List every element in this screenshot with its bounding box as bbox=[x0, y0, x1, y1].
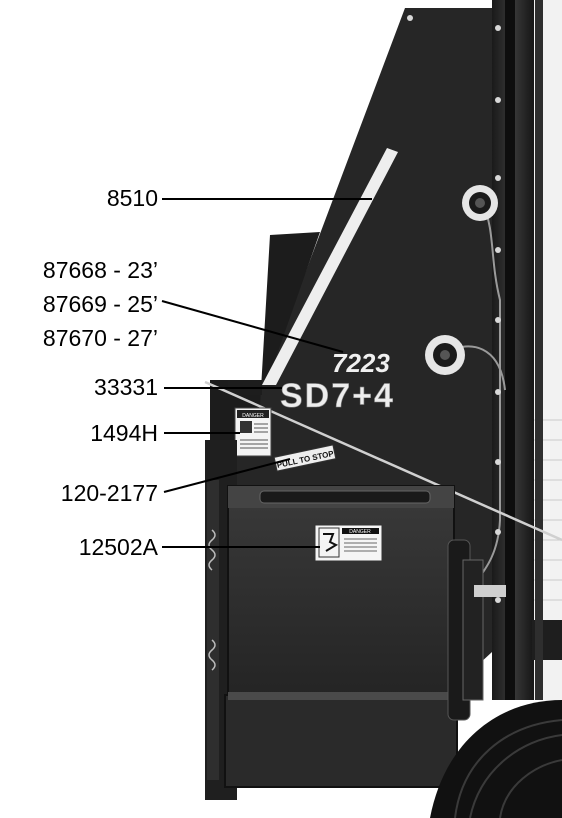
callout-label-12502A: 12502A bbox=[78, 534, 158, 560]
callout-label-120-2177: 120-2177 bbox=[60, 480, 158, 506]
leader-7223 bbox=[161, 300, 344, 353]
frame-rail bbox=[492, 0, 562, 700]
rail-bolts bbox=[407, 15, 501, 603]
hydraulic-cylinder bbox=[447, 539, 506, 721]
marker-light-upper bbox=[462, 185, 498, 221]
callout-leaders bbox=[161, 198, 372, 548]
model-name-decal: SD7+4 bbox=[280, 377, 395, 415]
marker-light-lower bbox=[425, 335, 465, 375]
tire bbox=[430, 700, 562, 818]
callout-label-87668: 87668 - 23’ bbox=[42, 257, 158, 283]
leader-120-2177 bbox=[163, 458, 291, 493]
danger-decal-text: DANGER bbox=[349, 529, 371, 535]
callout-label-87669: 87669 - 25’ bbox=[42, 291, 158, 317]
warning-decal-small-text: DANGER bbox=[242, 413, 264, 419]
model-number-decal: 7223 bbox=[332, 348, 390, 378]
danger-decal: DANGER bbox=[314, 524, 383, 562]
warning-decal-small: DANGER bbox=[234, 407, 272, 457]
lower-shield bbox=[224, 485, 458, 788]
callout-label-8510: 8510 bbox=[106, 185, 158, 211]
callout-label-33331: 33331 bbox=[94, 374, 158, 400]
callout-label-1494H: 1494H bbox=[90, 420, 158, 446]
callout-label-87670: 87670 - 27’ bbox=[42, 325, 158, 351]
